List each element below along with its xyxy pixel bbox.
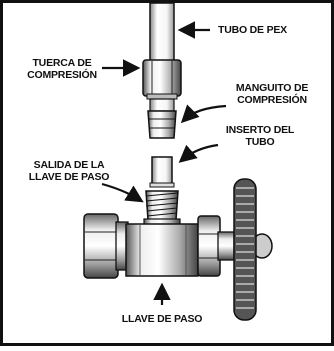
label-salida-line2: LLAVE DE PASO xyxy=(28,171,110,183)
label-llave-de-paso: LLAVE DE PASO xyxy=(121,313,203,325)
label-tuerca-line1: TUERCA DE xyxy=(32,57,92,69)
callout-arrows xyxy=(101,21,227,305)
valve-handle xyxy=(233,178,273,321)
label-manguito-de-compresion: MANGUITO DE COMPRESIÓN xyxy=(224,82,320,106)
valve-body xyxy=(83,213,235,279)
label-tuerca-line2: COMPRESIÓN xyxy=(27,69,97,81)
compression-sleeve xyxy=(147,98,177,139)
arrow-inserto xyxy=(178,143,219,163)
label-salida-line1: SALIDA DE LA xyxy=(33,159,105,171)
arrow-salida xyxy=(101,182,144,203)
label-tuerca-de-compresion: TUERCA DE COMPRESIÓN xyxy=(24,57,100,81)
pex-tube xyxy=(149,2,175,62)
label-salida-de-la-llave: SALIDA DE LA LLAVE DE PASO xyxy=(22,159,116,183)
valve-outlet xyxy=(143,190,181,227)
label-inserto-del-tubo: INSERTO DEL TUBO xyxy=(220,124,300,148)
label-manguito-line1: MANGUITO DE xyxy=(235,82,309,94)
label-inserto-line1: INSERTO DEL xyxy=(225,124,295,136)
compression-nut xyxy=(142,59,182,100)
arrow-manguito xyxy=(180,104,227,124)
label-inserto-line2: TUBO xyxy=(245,136,275,148)
tube-insert xyxy=(149,156,175,188)
label-manguito-line2: COMPRESIÓN xyxy=(237,94,307,106)
label-tubo-pex: TUBO DE PEX xyxy=(218,24,287,36)
